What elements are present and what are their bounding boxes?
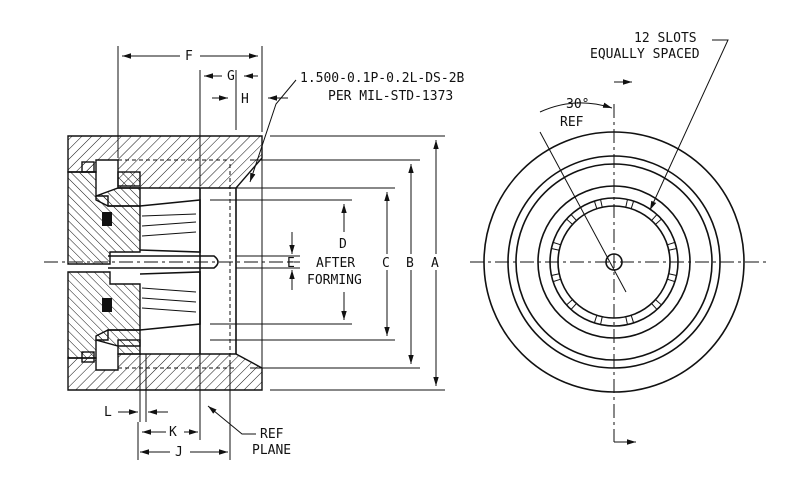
collet-slot-edge (600, 199, 603, 208)
label-d: D (339, 237, 347, 252)
collet-finger-upper (139, 199, 201, 253)
dimension-c (210, 187, 395, 341)
collet-slot-edge (600, 316, 603, 325)
dimension-l (118, 354, 168, 422)
collet-slot-edge (593, 200, 598, 209)
label-e: E (287, 256, 295, 271)
thread-note-line1: 1.500-0.1P-0.2L-DS-2B (300, 71, 465, 86)
label-l: L (104, 405, 112, 420)
collet-slot-edge (551, 248, 560, 251)
dimension-a (270, 135, 445, 391)
collet-slots (551, 199, 677, 325)
label-h: H (241, 92, 249, 107)
seal-upper (102, 212, 112, 226)
label-b: B (406, 256, 414, 271)
thread-note-line2: PER MIL-STD-1373 (328, 89, 453, 104)
slots-note-line2: EQUALLY SPACED (590, 47, 700, 62)
collet-slot-edge (655, 218, 662, 225)
collet-slot-edge (667, 278, 676, 283)
angle-arc (539, 102, 613, 113)
collet-slot-edge (593, 315, 598, 324)
collet-slot-edge (668, 248, 677, 251)
collet-slot-edge (668, 273, 677, 276)
collet-slot-edge (551, 273, 560, 276)
collet-slot-edge (625, 316, 628, 325)
label-k: K (169, 425, 177, 440)
section-view: A B C D E AFTER FORMING F G H L K J 1.50… (44, 46, 465, 460)
collet-slot-edge (566, 218, 573, 225)
dimension-f (117, 46, 263, 158)
dimension-g (199, 70, 258, 186)
ref-plane-line1: REF (260, 427, 284, 442)
collet-slot-edge (570, 303, 577, 310)
clip-upper (81, 161, 95, 173)
thread-note-leader (249, 79, 297, 183)
nut-upper (117, 171, 141, 187)
label-c: C (382, 256, 390, 271)
housing-top-wall (67, 135, 263, 189)
collet-slot-edge (552, 241, 561, 246)
label-f: F (185, 49, 193, 64)
collet-slot-edge (630, 315, 635, 324)
seal-lower (102, 298, 112, 312)
end-view: 12 SLOTS EQUALLY SPACED 30° REF (470, 31, 770, 445)
dimension-b (250, 159, 420, 369)
collet-slot-edge (651, 214, 658, 221)
angle-label: 30° (566, 97, 589, 112)
clip-lower (81, 351, 95, 363)
label-after: AFTER (316, 256, 355, 271)
label-forming: FORMING (307, 273, 362, 288)
dimension-j (137, 360, 231, 460)
dimension-e (236, 232, 300, 290)
collet-slot-edge (630, 200, 635, 209)
label-a: A (431, 256, 439, 271)
collet-slot-edge (625, 199, 628, 208)
dimension-d (210, 199, 352, 325)
collet-slot-edge (655, 299, 662, 306)
label-g: G (227, 69, 235, 84)
ref-plane-leader (207, 405, 256, 435)
contact-pin (108, 255, 219, 269)
ref-plane-line2: PLANE (252, 443, 291, 458)
label-j: J (175, 445, 183, 460)
collet-slot-edge (667, 241, 676, 246)
housing-bottom-wall (67, 353, 263, 391)
angle-ref-label: REF (560, 115, 584, 130)
slots-leader (649, 39, 729, 211)
dimension-k (142, 354, 201, 440)
ring-upper (95, 187, 141, 207)
collet-slot-edge (566, 299, 573, 306)
collet-slot-edge (651, 303, 658, 310)
angle-reference-line (539, 131, 627, 293)
collet-slot-edge (552, 278, 561, 283)
ring-lower (95, 329, 141, 347)
slots-note-line1: 12 SLOTS (634, 31, 697, 46)
collet-slot-edge (570, 214, 577, 221)
collet-finger-lower (139, 271, 201, 331)
